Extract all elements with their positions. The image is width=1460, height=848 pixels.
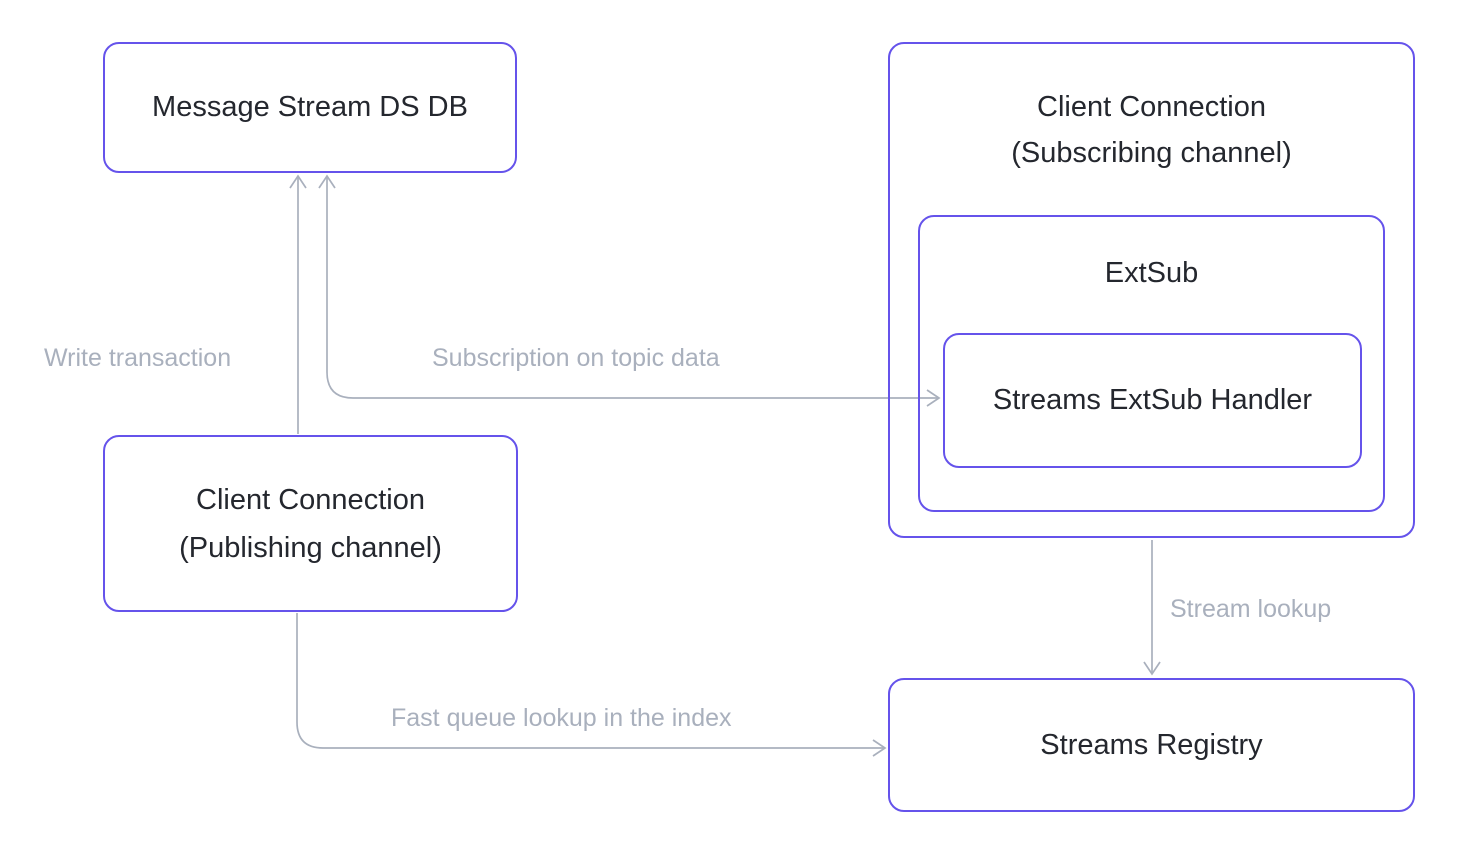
arrowhead-up-subscription xyxy=(318,174,336,189)
node-client-connection-subscribing-title: Client Connection (Subscribing channel) xyxy=(890,84,1413,176)
publishing-title-line1: Client Connection xyxy=(196,483,425,516)
node-streams-extsub-handler-label: Streams ExtSub Handler xyxy=(992,384,1313,416)
node-streams-registry: Streams Registry xyxy=(888,678,1415,812)
edge-subscription-line xyxy=(326,176,939,399)
node-client-connection-publishing-title: Client Connection (Publishing channel) xyxy=(179,476,442,572)
edge-label-write-transaction: Write transaction xyxy=(44,344,232,372)
node-streams-extsub-handler: Streams ExtSub Handler xyxy=(943,333,1362,468)
publishing-title-line2: (Publishing channel) xyxy=(179,531,442,564)
node-message-stream-ds-db-label: Message Stream DS DB xyxy=(152,91,468,123)
edge-label-fast-queue: Fast queue lookup in the index xyxy=(391,704,732,732)
subscribing-title-line1: Client Connection xyxy=(1037,91,1266,123)
arrowhead-down-stream-lookup xyxy=(1143,661,1161,676)
edge-fast-queue-line xyxy=(296,613,885,749)
subscribing-title-line2: (Subscribing channel) xyxy=(1011,137,1292,169)
node-client-connection-subscribing: Client Connection (Subscribing channel) … xyxy=(888,42,1415,538)
edge-label-stream-lookup: Stream lookup xyxy=(1170,595,1332,623)
node-streams-registry-label: Streams Registry xyxy=(1040,728,1263,761)
node-message-stream-ds-db: Message Stream DS DB xyxy=(103,42,517,173)
node-client-connection-publishing: Client Connection (Publishing channel) xyxy=(103,435,518,612)
node-extsub-label: ExtSub xyxy=(1104,257,1199,289)
edge-label-subscription: Subscription on topic data xyxy=(432,344,720,372)
arrowhead-up-write-transaction xyxy=(289,174,307,189)
arrowhead-right-subscription xyxy=(926,389,941,407)
arrowhead-right-fast-queue xyxy=(872,739,887,757)
node-extsub: ExtSub Streams ExtSub Handler xyxy=(918,215,1385,512)
